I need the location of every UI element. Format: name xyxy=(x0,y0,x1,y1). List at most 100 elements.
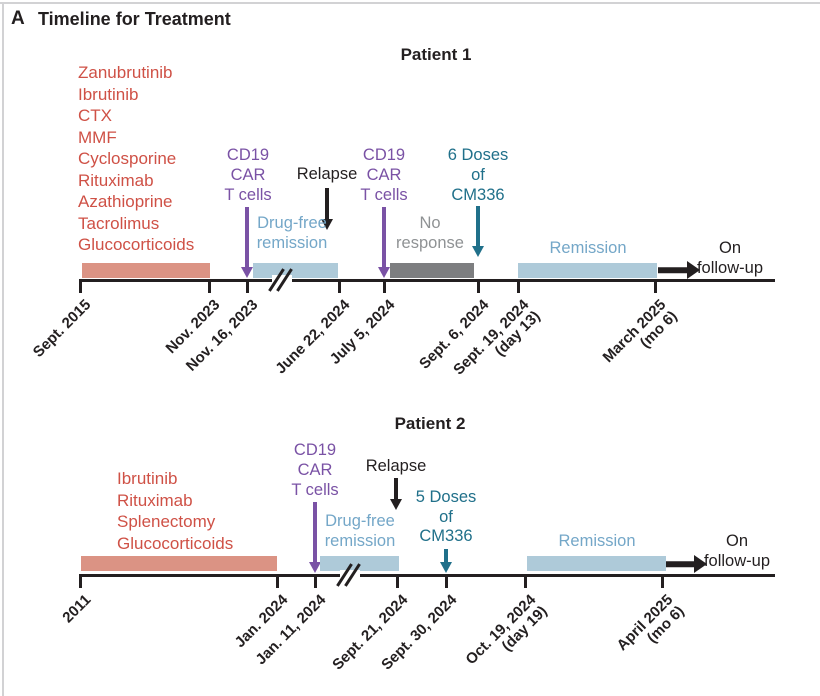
patient1-drug-free-remission-bar xyxy=(253,263,338,278)
drug-name: Ibrutinib xyxy=(78,84,139,104)
car-t-line: CAR xyxy=(297,461,333,479)
axis-break-icon xyxy=(336,561,361,589)
label-line: remission xyxy=(256,234,328,252)
axis-tick xyxy=(338,279,341,293)
patient1-no-response-bar xyxy=(390,263,474,278)
drug-name: Ibrutinib xyxy=(117,469,178,488)
axis-tick-label: 2011 xyxy=(0,591,95,696)
axis-tick xyxy=(79,574,82,588)
followup-arrow-icon xyxy=(658,261,700,279)
figure-border-left xyxy=(2,2,4,696)
patient1-followup-label: On follow-up xyxy=(690,238,770,278)
patient2-title: Patient 2 xyxy=(394,414,466,433)
label-line: follow-up xyxy=(703,552,771,570)
drug-name: CTX xyxy=(78,106,112,125)
drug-name: Rituximab xyxy=(117,490,193,510)
axis-tick xyxy=(79,279,82,293)
patient2-timeline-axis xyxy=(80,574,775,577)
patient1-drug-free-remission-label: Drug-free remission xyxy=(250,213,334,253)
patient2-followup-label: On follow-up xyxy=(697,531,777,571)
label-line: response xyxy=(396,234,464,252)
tick-date: Sept. 2015 xyxy=(29,296,95,361)
axis-tick xyxy=(517,279,520,293)
car-t-line: CAR xyxy=(366,166,402,184)
axis-tick xyxy=(383,279,386,293)
label-line: On xyxy=(725,532,748,550)
axis-tick xyxy=(661,574,664,588)
car-t-infusion-arrow-icon xyxy=(378,207,390,278)
label-line: of xyxy=(471,166,485,184)
car-t-line: T cells xyxy=(360,186,408,204)
panel-title: Timeline for Treatment xyxy=(38,9,231,29)
cm336-dose-arrow-icon xyxy=(440,549,452,573)
patient1-prior-treatment-bar xyxy=(82,263,210,278)
axis-tick xyxy=(477,279,480,293)
drug-name: MMF xyxy=(78,127,117,147)
axis-tick xyxy=(314,574,317,588)
axis-break-icon xyxy=(268,266,293,294)
axis-tick-label: April 2025 (mo 6) xyxy=(545,591,688,696)
tick-date: 2011 xyxy=(59,591,95,627)
car-t-infusion-arrow-icon xyxy=(309,502,321,573)
patient2-drug-free-remission-label: Drug-free remission xyxy=(318,511,402,551)
axis-tick-label: March 2025 (mo 6) xyxy=(538,296,681,439)
relapse-arrow-icon xyxy=(321,188,333,230)
car-t-line: CD19 xyxy=(362,146,406,164)
patient2-relapse-label: Relapse xyxy=(365,457,427,475)
label-line: of xyxy=(439,507,453,526)
drug-name: Glucocorticoids xyxy=(78,235,195,254)
patient1-relapse-label: Relapse xyxy=(296,165,358,183)
label-line: 6 Doses xyxy=(447,146,509,164)
axis-tick xyxy=(276,574,279,588)
patient1-timeline-axis xyxy=(80,279,775,282)
patient2-drug-list: Ibrutinib Rituximab Splenectomy Glucocor… xyxy=(117,468,233,554)
car-t-line: CAR xyxy=(230,166,266,184)
tick-date: March 2025 xyxy=(599,296,670,367)
label-line: CM336 xyxy=(451,186,505,204)
axis-tick xyxy=(524,574,527,588)
drug-name: Tacrolimus xyxy=(78,213,160,233)
car-t-line: CD19 xyxy=(293,441,337,459)
car-t-line: CD19 xyxy=(226,146,270,164)
label-line: 5 Doses xyxy=(415,488,477,506)
axis-tick-label: Oct. 19, 2024 (day 19) xyxy=(408,591,550,696)
axis-tick xyxy=(246,279,249,293)
label-line: remission xyxy=(324,532,396,550)
followup-arrow-icon xyxy=(666,555,707,573)
car-t-line: T cells xyxy=(224,186,272,204)
patient2-prior-treatment-bar xyxy=(81,556,277,571)
label-line: No xyxy=(419,214,441,232)
label-line: follow-up xyxy=(696,259,764,277)
cm336-dose-arrow-icon xyxy=(472,206,484,257)
drug-name: Glucocorticoids xyxy=(117,533,234,553)
patient2-car-t-label: CD19 CAR T cells xyxy=(275,440,355,500)
axis-tick xyxy=(654,279,657,293)
panel-letter: A xyxy=(11,8,25,29)
tick-date-note: (mo 6) xyxy=(636,307,681,352)
patient1-title: Patient 1 xyxy=(400,45,472,64)
patient1-remission-bar xyxy=(518,263,657,278)
patient1-no-response-label: No response xyxy=(388,213,472,253)
label-line: CM336 xyxy=(419,527,473,545)
drug-name: Zanubrutinib xyxy=(78,63,173,82)
drug-name: Cyclosporine xyxy=(78,149,177,168)
drug-name: Splenectomy xyxy=(117,512,216,531)
patient1-car-t-label-first: CD19 CAR T cells xyxy=(208,145,288,205)
patient1-car-t-label-second: CD19 CAR T cells xyxy=(344,145,424,205)
patient2-cm336-label: 5 Doses of CM336 xyxy=(406,488,486,547)
patient2-remission-bar xyxy=(527,556,666,571)
relapse-arrow-icon xyxy=(390,478,402,510)
car-t-infusion-arrow-icon xyxy=(241,207,253,278)
axis-tick xyxy=(445,574,448,588)
label-line: Drug-free xyxy=(325,512,395,530)
axis-tick xyxy=(396,574,399,588)
figure-border-top xyxy=(0,2,820,4)
patient1-cm336-label: 6 Doses of CM336 xyxy=(438,145,518,205)
label-line: Drug-free xyxy=(257,214,327,232)
patient1-remission-label: Remission xyxy=(549,239,627,257)
drug-name: Rituximab xyxy=(78,170,154,190)
axis-tick-label: Sept. 2015 xyxy=(0,296,95,428)
label-line: On xyxy=(718,239,741,257)
car-t-line: T cells xyxy=(291,481,339,499)
